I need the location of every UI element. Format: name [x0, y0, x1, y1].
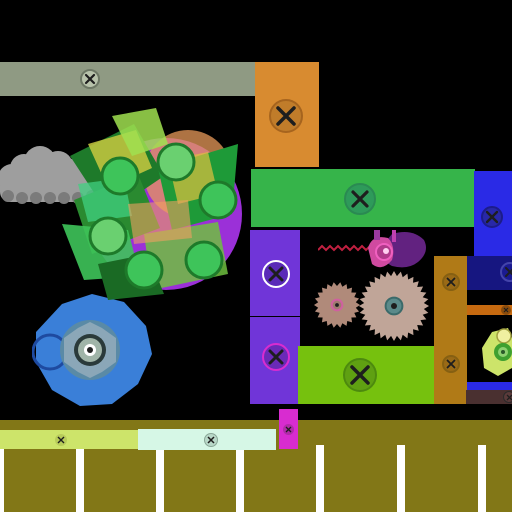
bolt-icon[interactable] — [442, 355, 460, 373]
beam-brown-upper[interactable] — [434, 256, 467, 331]
ground-post — [397, 445, 405, 512]
beam-dark-strip[interactable] — [466, 390, 512, 404]
bolt-icon[interactable] — [262, 343, 290, 371]
bolt-icon[interactable] — [481, 206, 503, 228]
bolt-icon[interactable] — [343, 358, 377, 392]
bolt-icon[interactable] — [344, 183, 376, 215]
bolt-icon[interactable] — [262, 260, 290, 288]
beam-yellow-bottom[interactable] — [0, 430, 138, 449]
ground-post — [236, 449, 244, 512]
bolt-icon[interactable] — [503, 391, 512, 403]
creature-icon[interactable] — [478, 324, 512, 380]
beam-gray-top[interactable] — [0, 62, 256, 96]
beam-blue-strip[interactable] — [467, 382, 512, 390]
gear-icon[interactable] — [358, 270, 430, 342]
bolt-icon[interactable] — [442, 273, 460, 291]
bolt-icon[interactable] — [204, 433, 218, 447]
ground-post — [76, 449, 84, 512]
ground-post — [0, 449, 4, 512]
bolt-icon[interactable] — [283, 424, 294, 435]
bolt-icon[interactable] — [269, 99, 303, 133]
creature-icon[interactable] — [362, 228, 432, 276]
beam-orange-strip[interactable] — [467, 305, 512, 315]
bolt-icon[interactable] — [500, 262, 512, 282]
plant-cluster[interactable] — [48, 104, 248, 304]
ground-post — [478, 445, 486, 512]
bolt-icon[interactable] — [80, 69, 100, 89]
ground-post — [156, 449, 164, 512]
wheel-icon[interactable] — [32, 292, 152, 408]
bolt-icon[interactable] — [55, 434, 67, 446]
bolt-icon[interactable] — [501, 305, 511, 315]
ground-post — [316, 445, 324, 512]
gear-icon[interactable] — [313, 281, 361, 329]
